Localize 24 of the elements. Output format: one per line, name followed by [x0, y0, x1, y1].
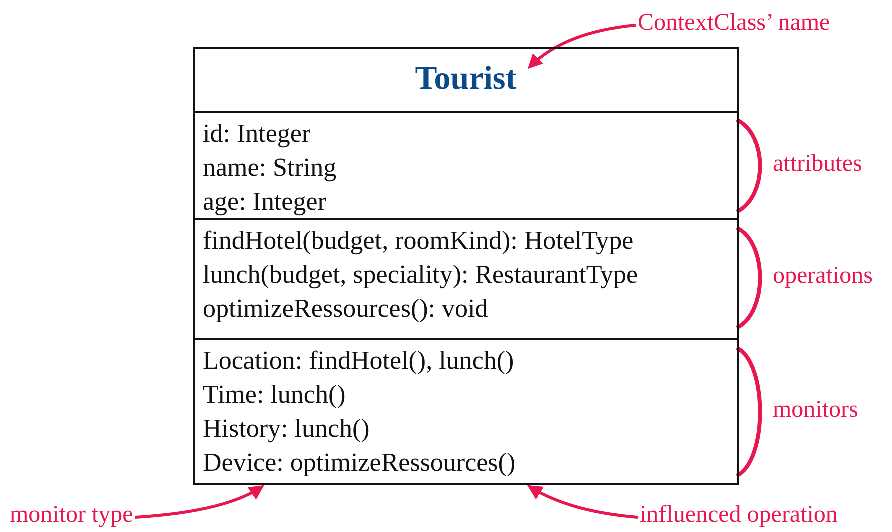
attribute-text: age: Integer: [203, 186, 326, 218]
class-name-compartment: [193, 47, 739, 113]
operation-text: findHotel(budget, roomKind): HotelType: [203, 225, 634, 257]
monitor-text: Device: optimizeRessources(): [203, 447, 516, 479]
bracket-label: operations: [773, 263, 873, 290]
monitor-text: History: lunch(): [203, 413, 370, 445]
class-name: Tourist: [415, 60, 517, 99]
operations-compartment: [193, 218, 739, 340]
monitor-text: Time: lunch(): [203, 379, 346, 411]
attribute-text: name: String: [203, 152, 337, 184]
bracket-label: monitors: [773, 397, 858, 424]
arrow: [527, 485, 638, 519]
arrow: [135, 485, 265, 519]
annotation-text: ContextClass’ name: [638, 10, 830, 37]
monitor-text: Location: findHotel(), lunch(): [203, 345, 514, 377]
bracket-label: attributes: [773, 151, 862, 178]
operation-text: optimizeRessources(): void: [203, 293, 488, 325]
annotation-text: monitor type: [10, 502, 134, 529]
operation-text: lunch(budget, speciality): RestaurantType: [203, 259, 638, 291]
monitors-compartment: [193, 338, 739, 485]
arrow: [528, 24, 636, 70]
annotation-text: influenced operation: [640, 502, 838, 529]
attribute-text: id: Integer: [203, 118, 311, 150]
attributes-compartment: [193, 111, 739, 220]
